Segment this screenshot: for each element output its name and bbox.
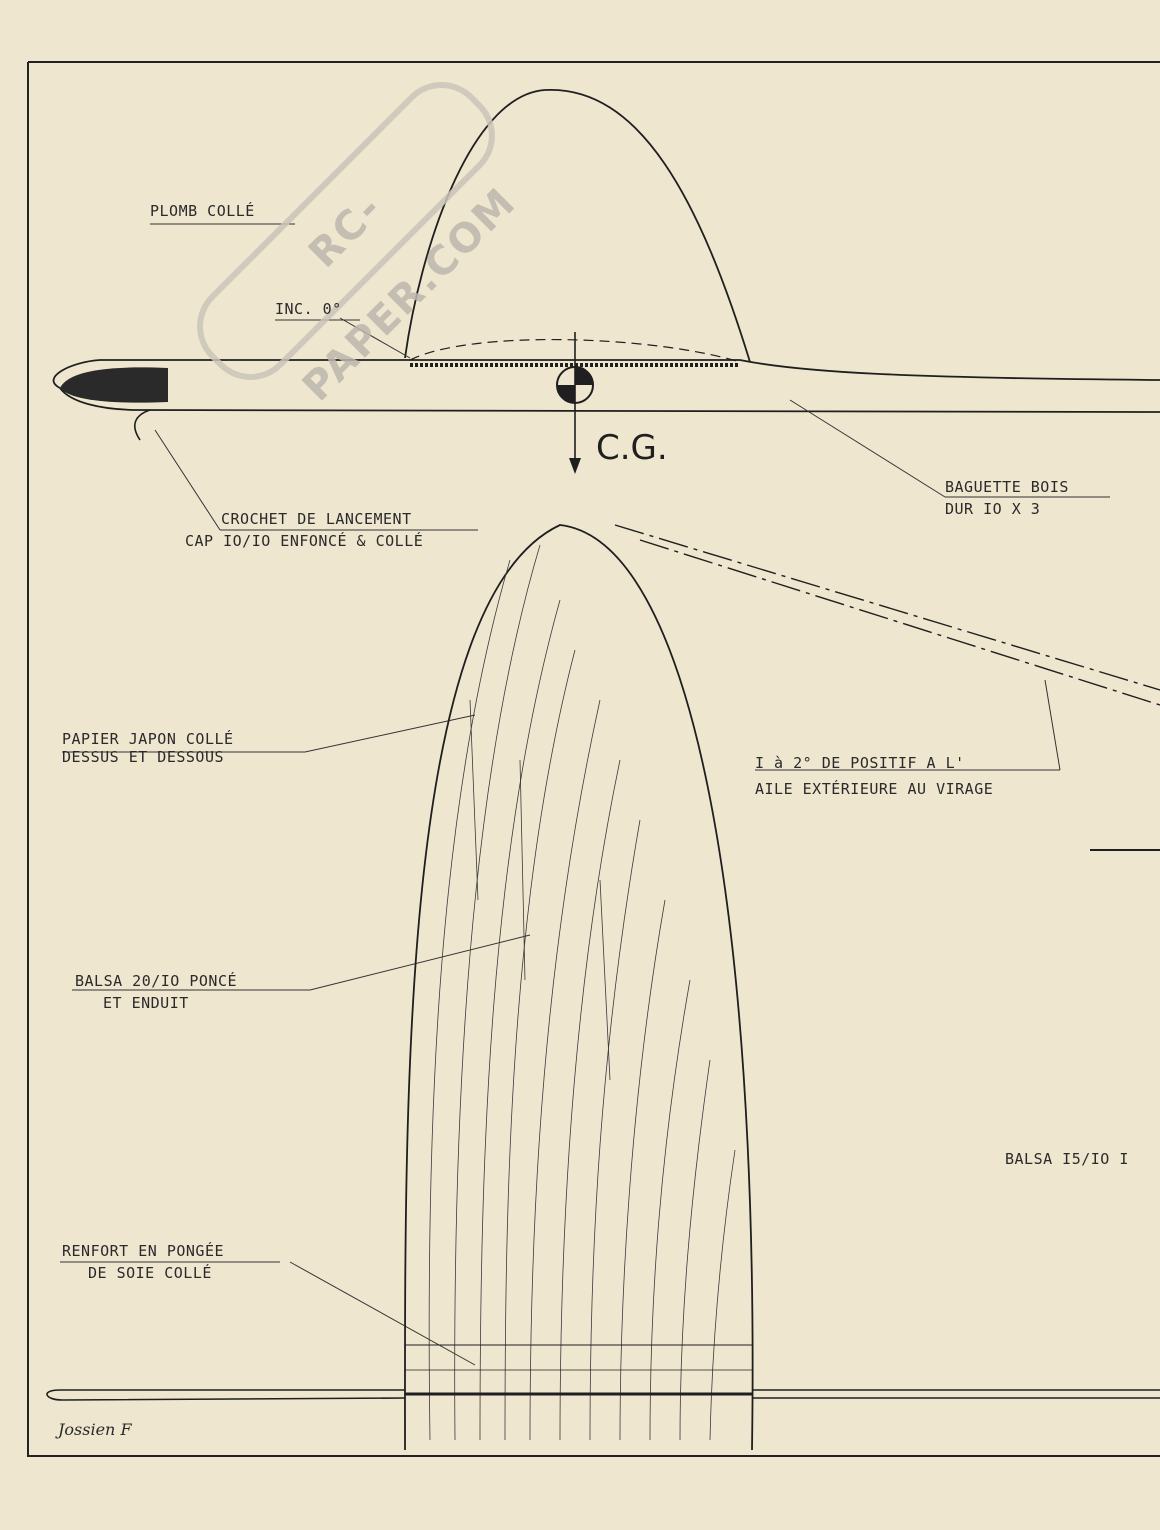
label-balsa20: BALSA 20/IO PONCÉ ET ENDUIT <box>75 972 238 1012</box>
designer-signature: Jossien F <box>58 1420 132 1439</box>
label-positif: I à 2° DE POSITIF A L' AILE EXTÉRIEURE A… <box>755 754 994 798</box>
label-renfort: RENFORT EN PONGÉE DE SOIE COLLÉ <box>62 1242 225 1282</box>
dihedral-lines <box>614 524 1160 706</box>
fuselage-side <box>52 359 1160 413</box>
fin-outline <box>404 89 751 363</box>
label-papier: PAPIER JAPON COLLÉ DESSUS ET DESSOUS <box>62 730 234 766</box>
label-plomb: PLOMB COLLÉ <box>150 202 255 220</box>
label-balsa15: BALSA I5/IO I <box>1005 1150 1129 1168</box>
wood-grain <box>428 544 736 1441</box>
tailplane-dashed <box>409 338 741 363</box>
nose-lead <box>60 367 168 403</box>
sheet-border <box>27 61 1160 1457</box>
launch-hook <box>134 409 151 441</box>
label-inc: INC. 0° <box>275 300 342 318</box>
label-cg: C.G. <box>596 428 668 468</box>
label-crochet: CROCHET DE LANCEMENT CAP IO/IO ENFONCÉ &… <box>185 510 424 550</box>
tailplane-planform <box>404 524 754 1451</box>
label-baguette: BAGUETTE BOIS DUR IO X 3 <box>945 478 1069 518</box>
fuselage-planform <box>46 1389 1160 1401</box>
